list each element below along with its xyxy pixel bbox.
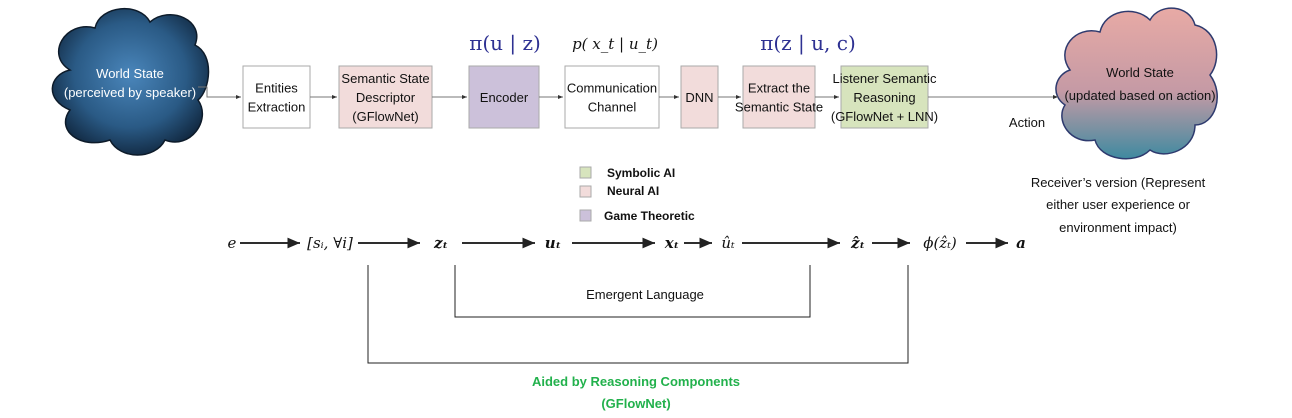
box-label: Extract the [748, 81, 810, 96]
box-label: Communication [567, 81, 657, 96]
action-label: Action [1009, 115, 1045, 130]
channel-formula: p( x_t | u_t) [572, 35, 658, 53]
listener-cloud-line2: (updated based on action) [1064, 88, 1215, 103]
legend-swatch-symbolic [579, 166, 592, 179]
chain-variable: zₜ [433, 234, 448, 252]
box-label: Reasoning [853, 90, 915, 105]
legend-neural-ai: Neural AI [607, 184, 659, 198]
box-label: Extraction [248, 100, 306, 115]
extract-policy-formula: π(z | u, c) [760, 31, 856, 56]
box-label: Listener Semantic [832, 71, 937, 86]
receiver-note: Receiver’s version (Represent either use… [1031, 175, 1206, 235]
emergent-language-label: Emergent Language [586, 287, 704, 302]
chain-variable: [sᵢ, ∀i] [307, 234, 353, 252]
speaker-cloud-line1: World State [96, 66, 164, 81]
box-label: Descriptor [356, 90, 416, 105]
speaker-cloud-line2: (perceived by speaker) [64, 85, 196, 100]
box-label: Semantic State [735, 100, 823, 115]
reasoning-label-line2: (GFlowNet) [601, 396, 670, 411]
box-label: Encoder [480, 90, 529, 105]
chain-variable: uₜ [545, 234, 561, 252]
box-label: Channel [588, 100, 637, 115]
chain-variable: ûₜ [721, 234, 735, 252]
box-label: Semantic State [341, 71, 429, 86]
receiver-note-line: either user experience or [1046, 197, 1190, 212]
legend-game-theoretic: Game Theoretic [604, 209, 695, 223]
listener-cloud-line1: World State [1106, 65, 1174, 80]
speaker-world-state-cloud: World State (perceived by speaker) [51, 8, 210, 156]
box-label: DNN [685, 90, 713, 105]
chain-variable: a [1016, 234, 1026, 252]
encoder-policy-formula: π(u | z) [469, 31, 541, 56]
pipeline-connectors [198, 86, 1058, 99]
listener-world-state-cloud: World State (updated based on action) [1055, 7, 1218, 160]
box-label: (GFlowNet) [352, 109, 418, 124]
chain-variable: ẑₜ [850, 234, 865, 252]
chain-variable: e [228, 234, 237, 252]
encoder-box: Encoder [468, 65, 540, 129]
chain-variable: ϕ(ẑₜ) [923, 234, 957, 252]
legend: Symbolic AI Neural AI Game Theoretic [579, 166, 695, 223]
legend-symbolic-ai: Symbolic AI [607, 166, 675, 180]
reasoning-bracket [367, 265, 909, 364]
box-label: Entities [255, 81, 298, 96]
receiver-note-line: Receiver’s version (Represent [1031, 175, 1206, 190]
legend-swatch-neural [579, 185, 592, 198]
dnn-box: DNN [680, 65, 719, 129]
reasoning-label-line1: Aided by Reasoning Components [532, 374, 740, 389]
variable-chain: e [sᵢ, ∀i] zₜ uₜ xₜ ûₜ ẑₜ ϕ(ẑₜ) a [228, 234, 1026, 252]
chain-variable: xₜ [664, 234, 680, 252]
emergent-language-bracket [454, 265, 811, 318]
receiver-note-line: environment impact) [1059, 220, 1177, 235]
legend-swatch-game [579, 209, 592, 222]
box-label: (GFlowNet + LNN) [831, 109, 938, 124]
